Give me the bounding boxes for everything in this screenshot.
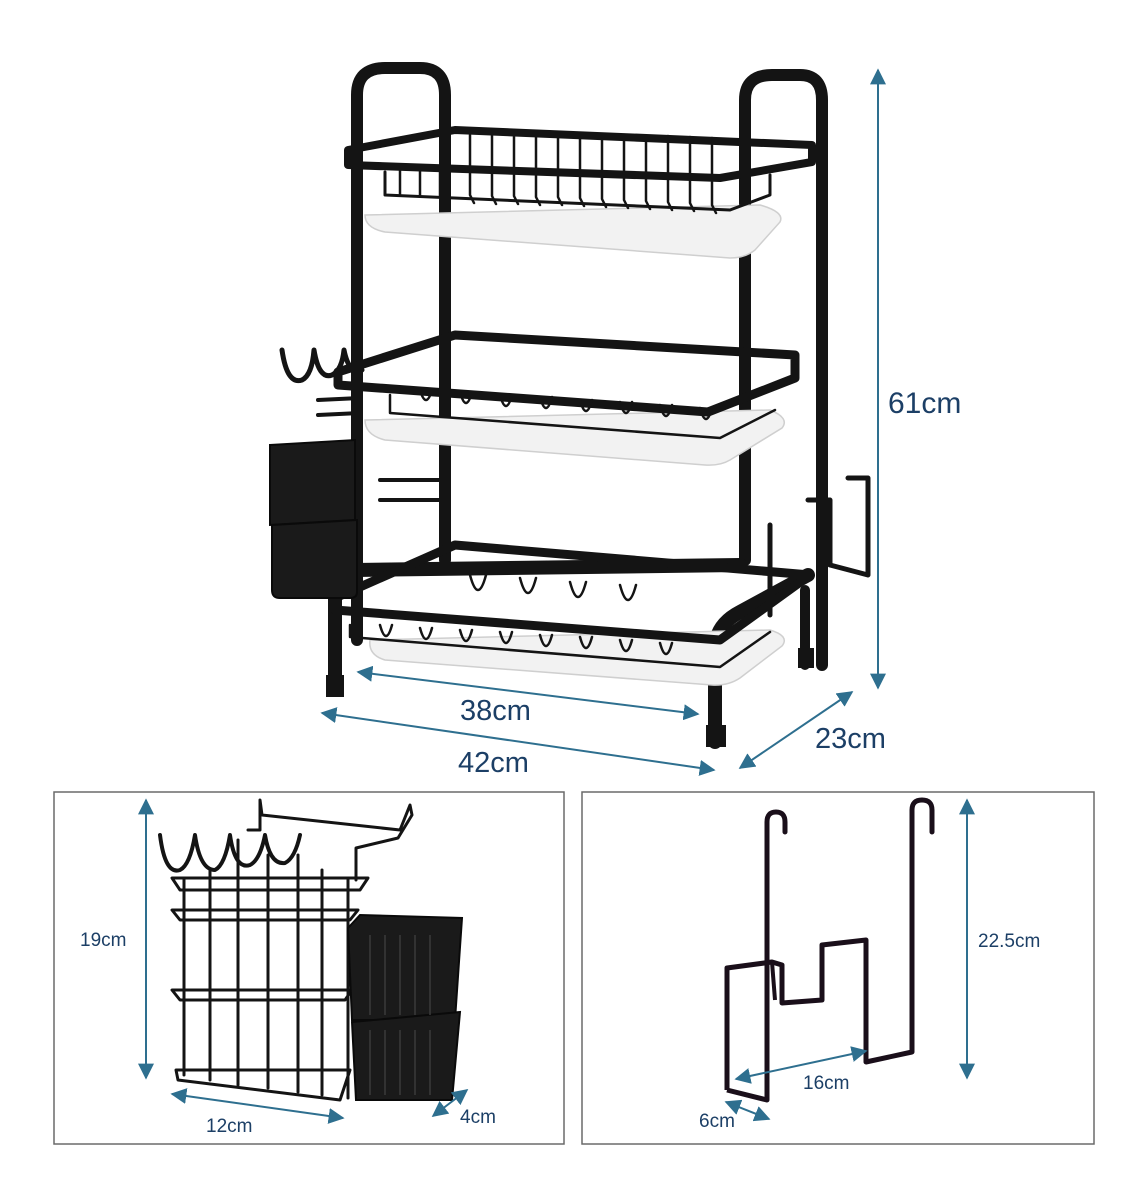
top-drip-tray (364, 204, 782, 259)
left-depth-label: 4cm (460, 1107, 496, 1128)
outer-width-dimension (320, 707, 716, 776)
top-tier-rack (344, 126, 816, 259)
utensil-holder-detail-panel: 19cm 12cm 4cm (53, 791, 565, 1145)
board-holder-detail-panel: 22.5cm 16cm 6cm (581, 791, 1095, 1145)
left-depth-dimension (431, 1089, 469, 1117)
depth-label: 23cm (815, 723, 886, 755)
right-width-label: 16cm (803, 1073, 849, 1094)
inner-width-dimension (356, 665, 700, 721)
inner-width-label: 38cm (460, 695, 531, 727)
utensil-holder (269, 347, 442, 599)
outer-width-label: 42cm (458, 747, 529, 779)
right-height-label: 22.5cm (978, 931, 1040, 952)
height-label: 61cm (888, 387, 961, 420)
left-height-label: 19cm (80, 930, 126, 951)
right-depth-label: 6cm (699, 1111, 735, 1132)
left-width-dimension (170, 1088, 345, 1124)
right-depth-dimension (724, 1099, 771, 1122)
right-width-dimension (734, 1046, 868, 1084)
utensil-holder-illustration (158, 798, 464, 1102)
left-width-label: 12cm (206, 1116, 252, 1137)
middle-drip-tray (364, 409, 785, 466)
board-holder-illustration (724, 797, 935, 1103)
depth-dimension (738, 691, 854, 769)
board-holder (767, 475, 871, 618)
dish-rack-main (269, 62, 871, 749)
middle-tier-rack (333, 330, 800, 466)
